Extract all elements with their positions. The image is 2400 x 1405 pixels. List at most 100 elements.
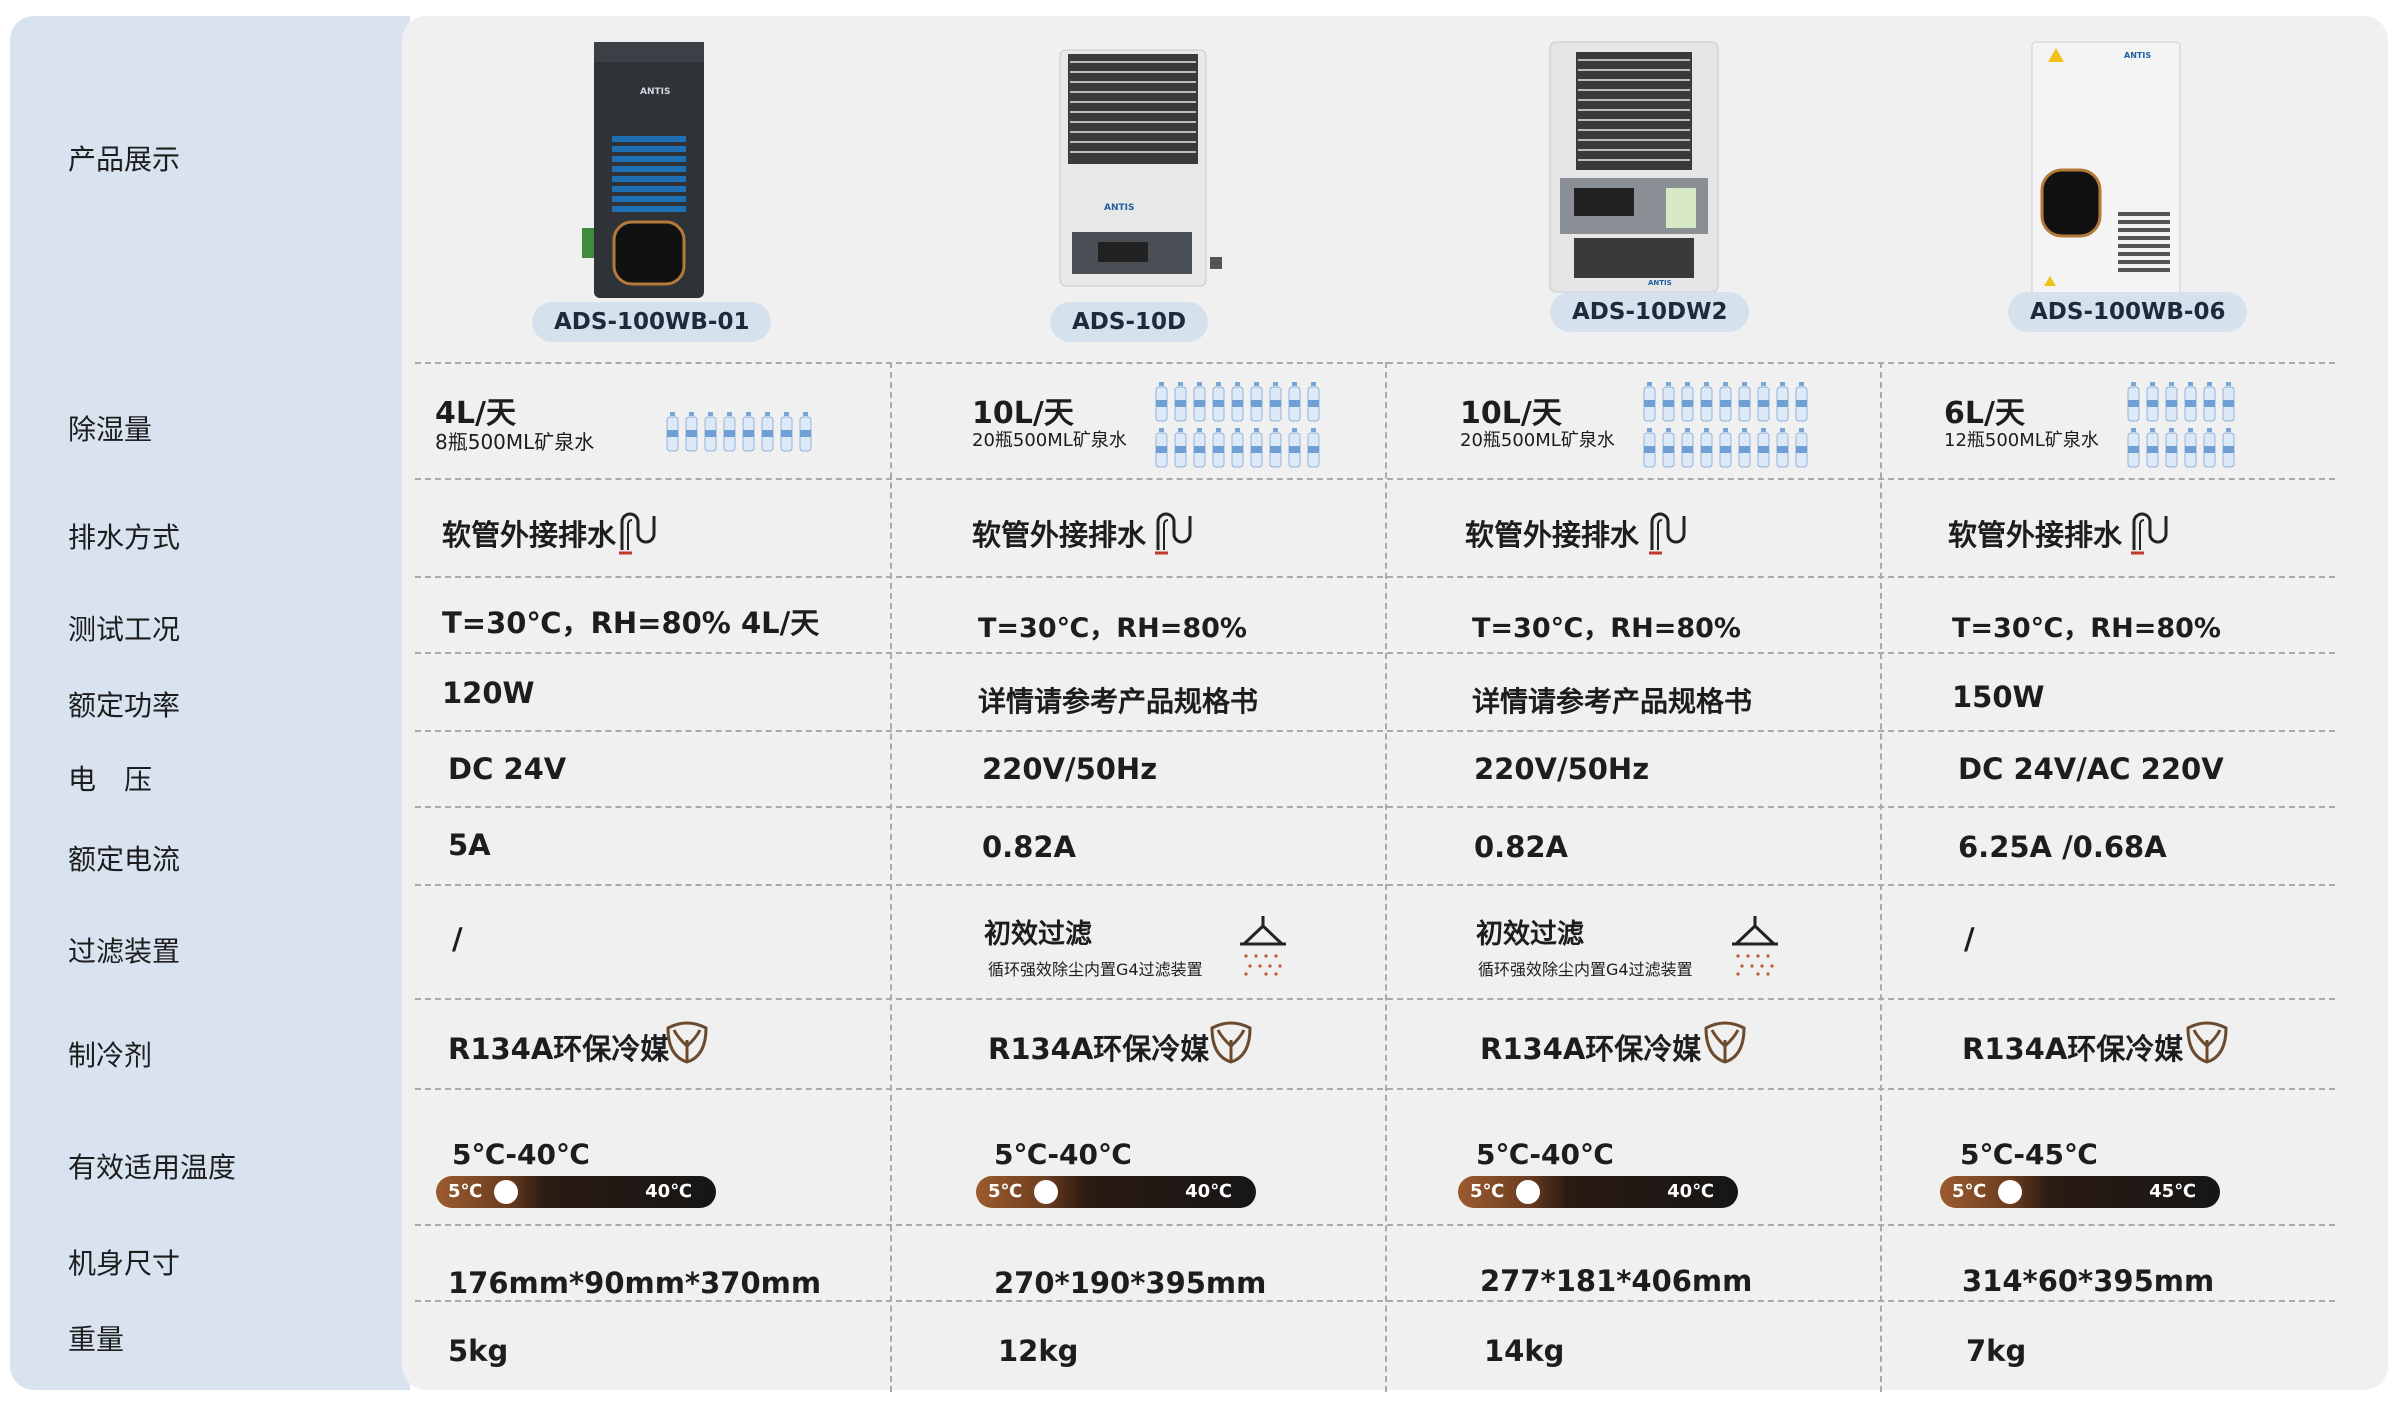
bottle-icon <box>2146 382 2159 422</box>
refrigerant-value: R134A环保冷媒 <box>1480 1032 1702 1066</box>
capacity-note: 20瓶500ML矿泉水 <box>972 430 1127 451</box>
temperature-knob <box>1998 1180 2022 1204</box>
eco-leaf-icon <box>2186 1021 2228 1064</box>
weight-value: 7kg <box>1966 1334 2027 1368</box>
bottle-icon <box>1212 428 1225 468</box>
bottle-icon <box>2184 428 2197 468</box>
capacity-note: 8瓶500ML矿泉水 <box>435 430 595 454</box>
bottle-icon <box>1193 428 1206 468</box>
current-value: 0.82A <box>982 830 1076 864</box>
row-label-power: 额定功率 <box>68 689 181 722</box>
bottle-icon <box>1719 382 1732 422</box>
bottle-icon <box>1757 428 1770 468</box>
row-label-temperature: 有效适用温度 <box>68 1151 237 1184</box>
voltage-value: 220V/50Hz <box>1474 752 1650 786</box>
refrigerant-value: R134A环保冷媒 <box>988 1032 1210 1066</box>
temperature-knob <box>1034 1180 1058 1204</box>
size-value: 277*181*406mm <box>1480 1264 1753 1298</box>
capacity-value: 10L/天 <box>1460 396 1562 431</box>
row-label-refrigerant: 制冷剂 <box>68 1039 153 1072</box>
brand-logo: ANTIS <box>1104 203 1134 213</box>
bottle-icon <box>1643 382 1656 422</box>
temperature-range: 5℃-40℃ <box>452 1138 590 1171</box>
eco-leaf-icon <box>1704 1021 1746 1064</box>
temperature-range: 5℃-40℃ <box>994 1138 1132 1171</box>
test-condition-value: T=30℃，RH=80% 4L/天 <box>442 606 820 640</box>
bottle-icon <box>1719 428 1732 468</box>
current-value: 5A <box>448 828 491 862</box>
size-value: 176mm*90mm*370mm <box>448 1266 822 1300</box>
temperature-low: 5℃ <box>988 1181 1023 1202</box>
weight-value: 14kg <box>1484 1334 1565 1368</box>
model-badge: ADS-10D <box>1050 302 1209 342</box>
product-image-ads-100wb-06: ANTIS <box>2031 41 2181 297</box>
drain-value: 软管外接排水 <box>442 518 617 552</box>
drain-value: 软管外接排水 <box>972 518 1147 552</box>
bottle-icon <box>1307 382 1320 422</box>
bottle-icon <box>1174 382 1187 422</box>
filter-title: 初效过滤 <box>1476 919 1584 950</box>
drain-value: 软管外接排水 <box>1948 518 2123 552</box>
bottle-icon <box>1269 428 1282 468</box>
row-divider <box>415 730 2335 732</box>
bottle-icon <box>1776 382 1789 422</box>
water-bottle-icons <box>2127 382 2235 468</box>
bottle-icon <box>1250 382 1263 422</box>
water-bottle-icons <box>1155 382 1320 468</box>
bottle-icon <box>1662 382 1675 422</box>
water-bottle-icons <box>666 412 812 452</box>
water-bottle-icons <box>1643 382 1808 468</box>
temperature-low: 5℃ <box>1952 1181 1987 1202</box>
size-value: 270*190*395mm <box>994 1266 1267 1300</box>
bottle-icon <box>1155 382 1168 422</box>
bottle-icon <box>2203 382 2216 422</box>
model-badge: ADS-100WB-01 <box>532 302 772 342</box>
bottle-icon <box>1681 428 1694 468</box>
voltage-value: DC 24V <box>448 752 567 786</box>
test-condition-value: T=30℃，RH=80% <box>978 613 1247 644</box>
spec-comparison-table: 产品展示 除湿量 排水方式 测试工况 额定功率 电 压 额定电流 过滤装置 制冷… <box>10 16 2388 1392</box>
column-divider <box>1385 362 1387 1392</box>
bottle-icon <box>742 412 755 452</box>
temperature-low: 5℃ <box>1470 1181 1505 1202</box>
bottle-icon <box>1212 382 1225 422</box>
bottle-icon <box>2184 382 2197 422</box>
refrigerant-value: R134A环保冷媒 <box>448 1032 670 1066</box>
bottle-icon <box>2127 428 2140 468</box>
bottle-icon <box>723 412 736 452</box>
row-divider <box>415 1088 2335 1090</box>
row-label-filter: 过滤装置 <box>68 935 181 968</box>
bottle-icon <box>2222 428 2235 468</box>
product-image-ads-100wb-01: ANTIS <box>582 42 704 298</box>
model-badge: ADS-100WB-06 <box>2008 292 2248 332</box>
bottle-icon <box>1155 428 1168 468</box>
eco-leaf-icon <box>666 1021 708 1064</box>
row-label-test: 测试工况 <box>68 613 181 646</box>
hose-icon <box>1649 512 1686 555</box>
capacity-value: 10L/天 <box>972 396 1074 431</box>
bottle-icon <box>1269 382 1282 422</box>
bottle-icon <box>1700 428 1713 468</box>
hose-icon <box>2131 512 2168 555</box>
row-label-capacity: 除湿量 <box>68 413 153 446</box>
temperature-high: 40℃ <box>1185 1181 1232 1202</box>
bottle-icon <box>1288 428 1301 468</box>
row-label-drain: 排水方式 <box>68 521 181 554</box>
row-label-column <box>10 16 410 1390</box>
row-label-current: 额定电流 <box>68 843 181 876</box>
voltage-value: 220V/50Hz <box>982 752 1158 786</box>
brand-logo: ANTIS <box>2124 51 2151 60</box>
bottle-icon <box>2127 382 2140 422</box>
column-divider <box>1880 362 1882 1392</box>
row-divider <box>415 478 2335 480</box>
power-value: 120W <box>442 676 535 710</box>
drain-value: 软管外接排水 <box>1465 518 1640 552</box>
row-divider <box>415 362 2335 364</box>
temperature-knob <box>1516 1180 1540 1204</box>
row-divider <box>415 1300 2335 1302</box>
power-value: 详情请参考产品规格书 <box>1472 685 1753 718</box>
bottle-icon <box>1288 382 1301 422</box>
weight-value: 12kg <box>998 1334 1079 1368</box>
